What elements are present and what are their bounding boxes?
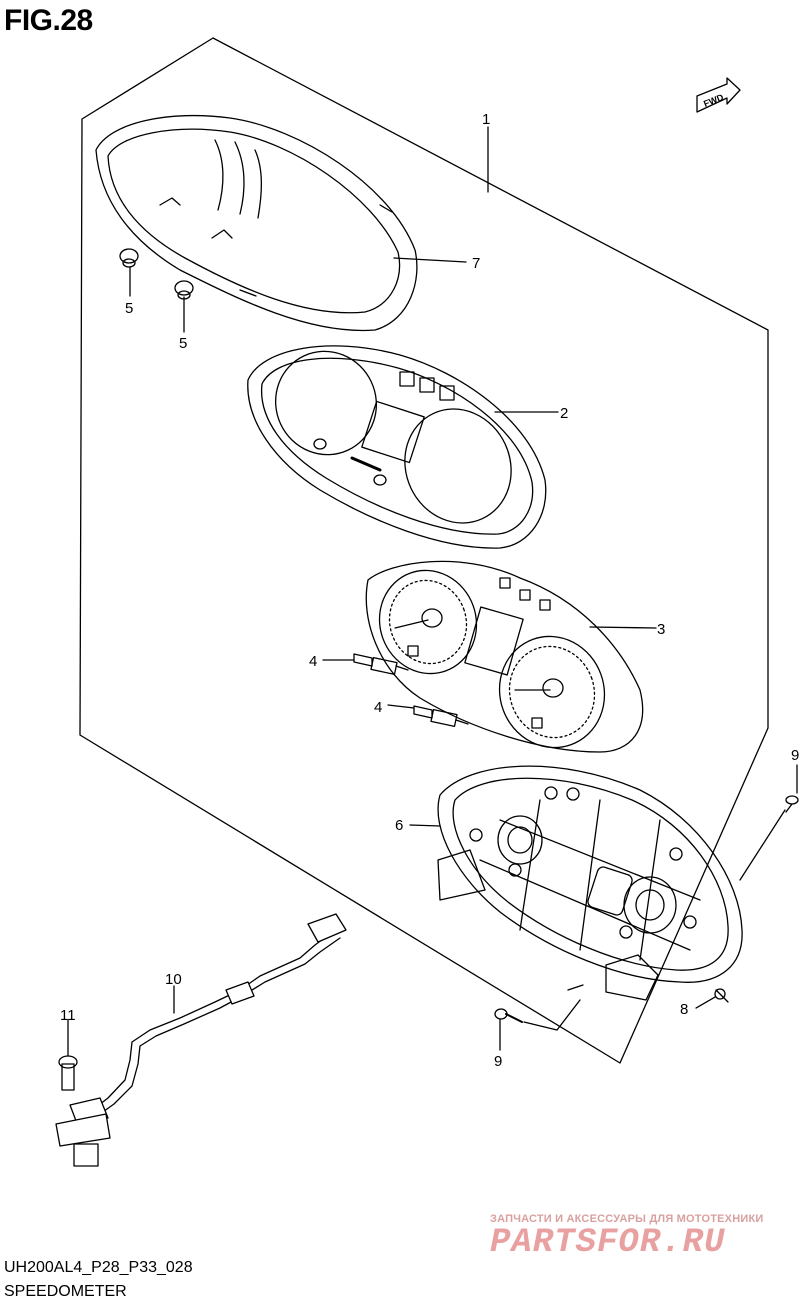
- grommet-lower: [174, 280, 194, 300]
- watermark-logo: PARTSFOR.RU: [490, 1224, 726, 1262]
- bolt: [58, 1055, 78, 1091]
- figure-title: FIG.28: [4, 4, 93, 37]
- callout-4-upper: 4: [309, 653, 317, 670]
- leader-lines: [67, 126, 798, 1057]
- assembly-boundary: [79, 37, 769, 1064]
- callout-3: 3: [657, 621, 665, 638]
- screw-bottom: [494, 1008, 523, 1023]
- diagram-code: UH200AL4_P28_P33_028: [4, 1259, 193, 1276]
- screw-right: [785, 795, 799, 813]
- callout-4-lower: 4: [374, 699, 382, 716]
- callout-6: 6: [395, 817, 403, 834]
- speed-sensor-cable: [55, 913, 347, 1167]
- callout-labels: 1 2 3 4 4 5 5 6 7 8 9 9 10 11: [60, 111, 799, 1070]
- callout-9-right: 9: [791, 747, 799, 764]
- callout-1: 1: [482, 111, 490, 128]
- diagram-name: SPEEDOMETER: [4, 1283, 127, 1300]
- bulb-upper: [353, 653, 409, 676]
- screw-8: [714, 988, 729, 1003]
- meter-case: [437, 765, 743, 1001]
- callout-8: 8: [680, 1001, 688, 1018]
- watermark-tagline: ЗАПЧАСТИ И АКСЕССУАРЫ ДЛЯ МОТОТЕХНИКИ: [490, 1213, 764, 1225]
- callout-11: 11: [60, 1007, 76, 1024]
- callout-2: 2: [560, 405, 568, 422]
- meter-lens-cover: [95, 114, 418, 332]
- callout-5-lower: 5: [179, 335, 187, 352]
- bulb-lower: [413, 705, 469, 728]
- callout-10: 10: [165, 971, 182, 988]
- callout-5-upper: 5: [125, 300, 133, 317]
- meter-face: [365, 560, 644, 753]
- grommet-upper: [119, 248, 139, 268]
- callout-7: 7: [472, 255, 480, 272]
- callout-9-bottom: 9: [494, 1053, 502, 1070]
- meter-visor: [247, 345, 547, 549]
- fwd-arrow-icon: FWD: [696, 77, 741, 113]
